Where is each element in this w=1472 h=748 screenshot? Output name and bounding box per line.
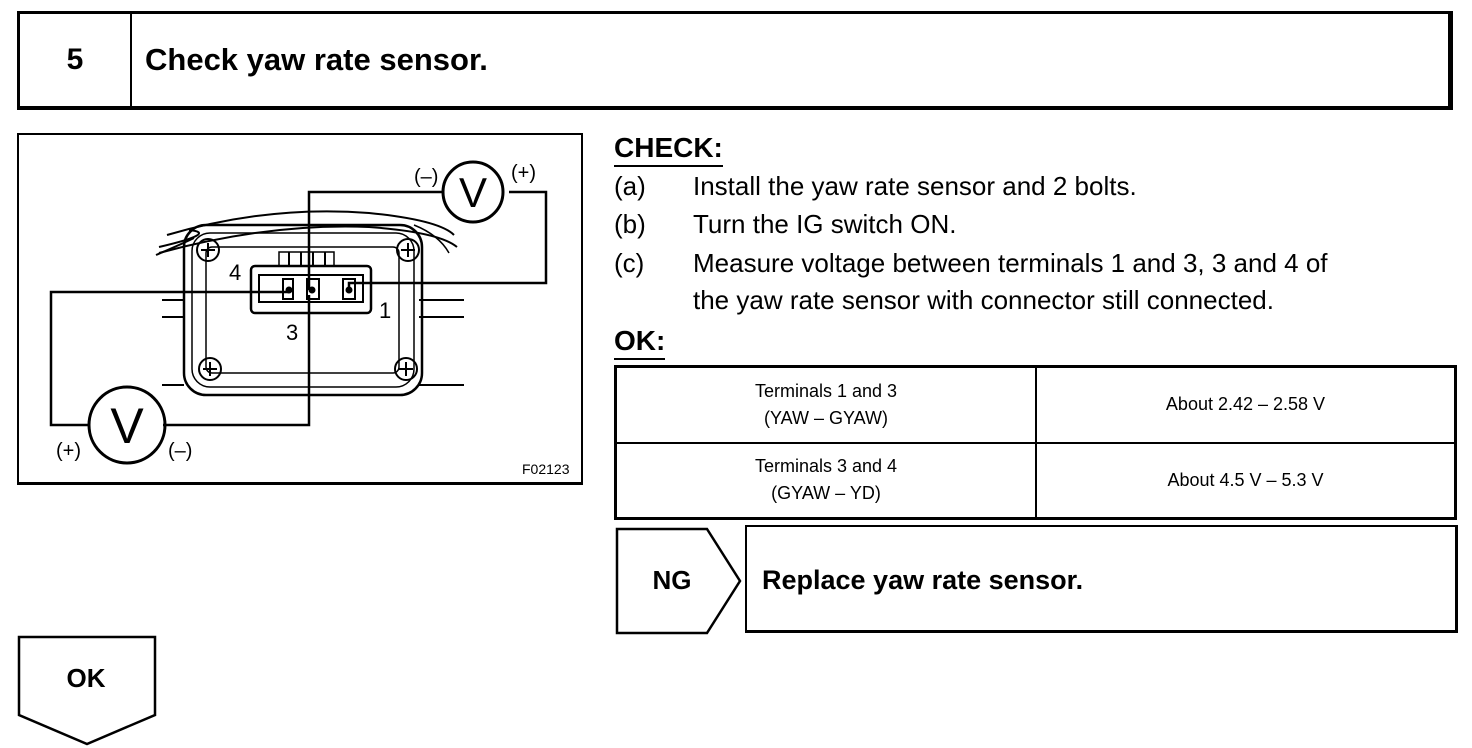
bottom-minus-label: (–) xyxy=(168,440,192,462)
ok-heading: OK: xyxy=(614,324,666,360)
top-plus-label: (+) xyxy=(511,162,536,184)
step-letter: (b) xyxy=(614,209,646,239)
step-letter: (a) xyxy=(614,171,646,201)
signals-label: (YAW – GYAW) xyxy=(764,407,888,428)
terminals-cell: Terminals 3 and 4 (GYAW – YD) xyxy=(614,441,1037,520)
terminals-cell: Terminals 1 and 3 (YAW – GYAW) xyxy=(614,365,1037,444)
terminals-label: Terminals 3 and 4 xyxy=(754,456,898,477)
voltmeter-bottom-symbol: V xyxy=(110,398,144,454)
step-text-continued: the yaw rate sensor with connector still… xyxy=(693,285,1274,315)
ng-action-box xyxy=(745,525,1458,633)
voltmeter-top-symbol: V xyxy=(459,169,487,216)
ok-flow-label: OK xyxy=(66,663,106,693)
step-header: 5 Check yaw rate sensor. xyxy=(17,11,1453,110)
table-row: Terminals 3 and 4 (GYAW – YD) About 4.5 … xyxy=(614,441,1457,520)
ng-arrow-icon xyxy=(615,527,742,635)
wiring-diagram: V V (–) (+) (+) (–) 4 3 1 F02123 xyxy=(49,160,570,477)
terminal-1-label: 1 xyxy=(379,298,391,323)
step-title: Check yaw rate sensor. xyxy=(145,42,488,77)
table-row: Terminals 1 and 3 (YAW – GYAW) About 2.4… xyxy=(614,365,1457,444)
ok-down-arrow-icon xyxy=(17,635,157,746)
figure-code: F02123 xyxy=(522,461,570,477)
ng-action-text: Replace yaw rate sensor. xyxy=(762,565,1084,595)
ng-label: NG xyxy=(652,565,692,595)
signals-label: (GYAW – YD) xyxy=(771,483,881,504)
spec-table: Terminals 1 and 3 (YAW – GYAW) About 2.4… xyxy=(614,365,1457,520)
terminal-3-label: 3 xyxy=(286,320,298,345)
step-letter: (c) xyxy=(614,248,645,278)
step-number: 5 xyxy=(20,14,132,106)
step-text: Measure voltage between terminals 1 and … xyxy=(693,248,1328,278)
bottom-plus-label: (+) xyxy=(56,440,81,462)
top-minus-label: (–) xyxy=(414,166,438,188)
step-text: Install the yaw rate sensor and 2 bolts. xyxy=(693,171,1137,201)
voltage-cell: About 2.42 – 2.58 V xyxy=(1035,365,1457,444)
wiring-figure: V V (–) (+) (+) (–) 4 3 1 F02123 xyxy=(17,133,583,485)
check-heading: CHECK: xyxy=(614,131,723,167)
voltage-cell: About 4.5 V – 5.3 V xyxy=(1035,441,1457,520)
terminal-4-label: 4 xyxy=(229,260,241,285)
step-text: Turn the IG switch ON. xyxy=(693,209,957,239)
terminals-label: Terminals 1 and 3 xyxy=(754,380,898,401)
screw-icon xyxy=(196,238,420,381)
